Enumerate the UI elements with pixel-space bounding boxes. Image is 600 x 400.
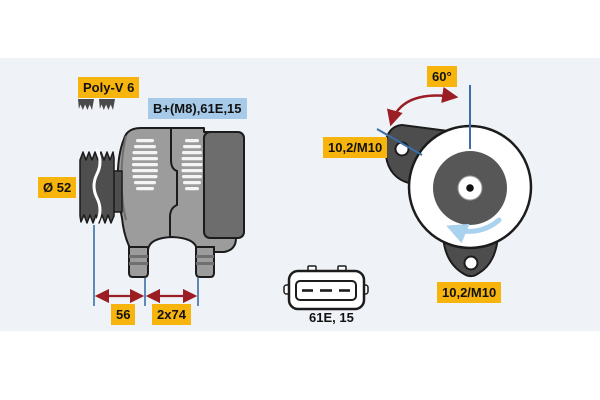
label-dim-56: 56 bbox=[111, 304, 136, 325]
connector-drawing bbox=[283, 265, 369, 311]
label-mount-hole-top: 10,2/M10 bbox=[323, 137, 388, 158]
label-connector: 61E, 15 bbox=[309, 310, 354, 325]
label-pulley-diameter: Ø 52 bbox=[38, 177, 77, 198]
label-dim-2x74: 2x74 bbox=[152, 304, 191, 325]
vent-slots-rear bbox=[181, 139, 203, 191]
label-mount-angle: 60° bbox=[427, 66, 457, 87]
housing-split-line bbox=[169, 128, 178, 237]
rear-cover bbox=[203, 131, 245, 239]
extension-lines bbox=[93, 225, 199, 306]
label-mount-hole-bottom: 10,2/M10 bbox=[437, 282, 502, 303]
shaft-center bbox=[466, 184, 474, 192]
label-belt-type: Poly-V 6 bbox=[78, 77, 140, 98]
angle-reference-lines bbox=[376, 85, 471, 156]
vent-slots-front bbox=[132, 139, 158, 191]
break-line bbox=[92, 148, 102, 224]
rotation-direction-arrow-icon bbox=[446, 217, 502, 244]
pulley-side bbox=[79, 148, 115, 224]
front-view bbox=[376, 85, 533, 278]
mounting-feet bbox=[128, 246, 215, 278]
mount-hole-bottom bbox=[463, 255, 479, 271]
belt-profile-icon bbox=[78, 99, 115, 110]
side-view bbox=[78, 99, 245, 306]
label-terminals: B+(M8),61E,15 bbox=[148, 98, 247, 119]
angle-arrow-icon bbox=[386, 86, 459, 127]
